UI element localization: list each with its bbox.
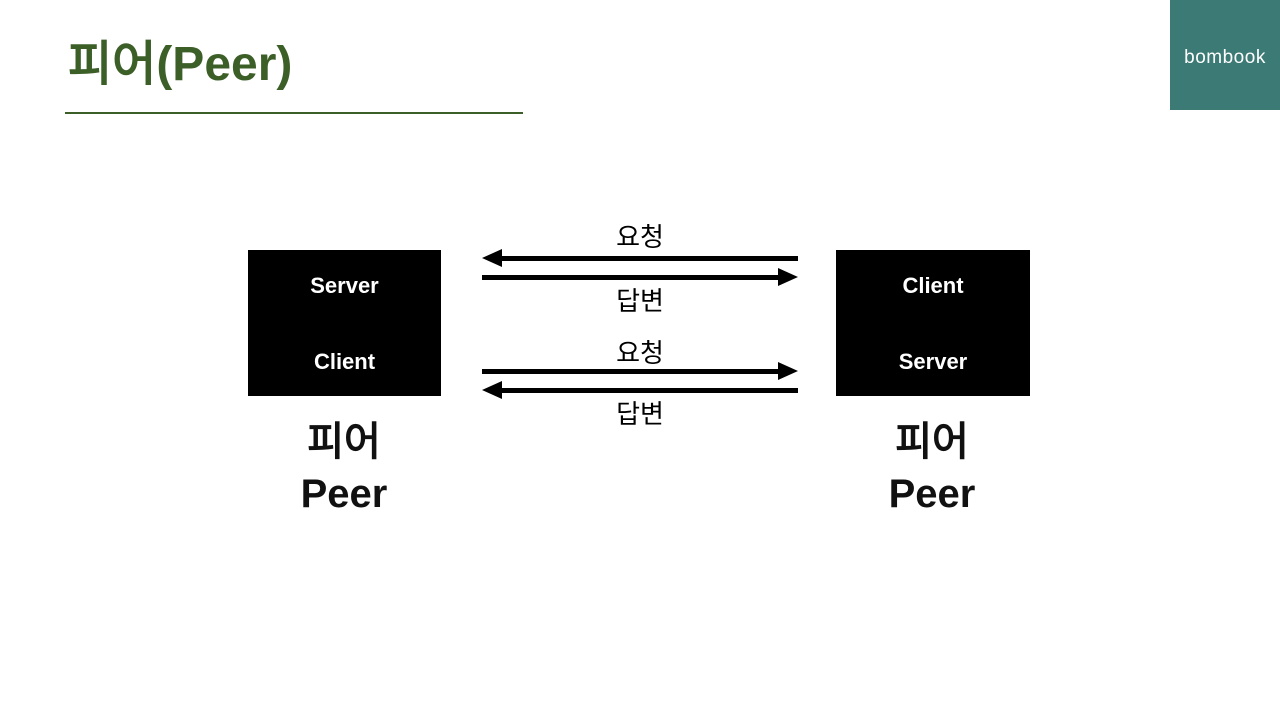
right-caption-english: Peer	[888, 472, 976, 516]
top-response-arrow-right	[482, 268, 798, 286]
left-caption-english: Peer	[300, 472, 388, 516]
top-response-label: 답변	[616, 286, 664, 316]
top-request-arrow-left	[482, 249, 798, 267]
right-node-top-role: Client	[902, 273, 964, 298]
bombook-logo: bombook	[1170, 0, 1280, 110]
peer-node-right: Client Server	[836, 250, 1030, 396]
left-caption-korean: 피어	[307, 420, 381, 464]
right-caption-korean: 피어	[895, 420, 969, 464]
bottom-request-label: 요청	[616, 338, 664, 368]
left-node-top-role: Server	[310, 273, 379, 298]
peer-node-left: Server Client	[248, 250, 441, 396]
top-request-label: 요청	[616, 222, 664, 252]
right-node-bottom-role: Server	[898, 349, 968, 374]
left-node-bottom-role: Client	[313, 349, 376, 374]
bottom-response-label: 답변	[616, 399, 664, 429]
page-title: 피어(Peer)	[68, 38, 293, 91]
peer-caption-right: 피어 Peer	[832, 416, 1032, 520]
bombook-logo-text: bombook	[1184, 47, 1266, 68]
peer-caption-left: 피어 Peer	[244, 416, 444, 520]
title-underline	[65, 112, 523, 114]
bottom-request-arrow-right	[482, 362, 798, 380]
bottom-response-arrow-left	[482, 381, 798, 399]
